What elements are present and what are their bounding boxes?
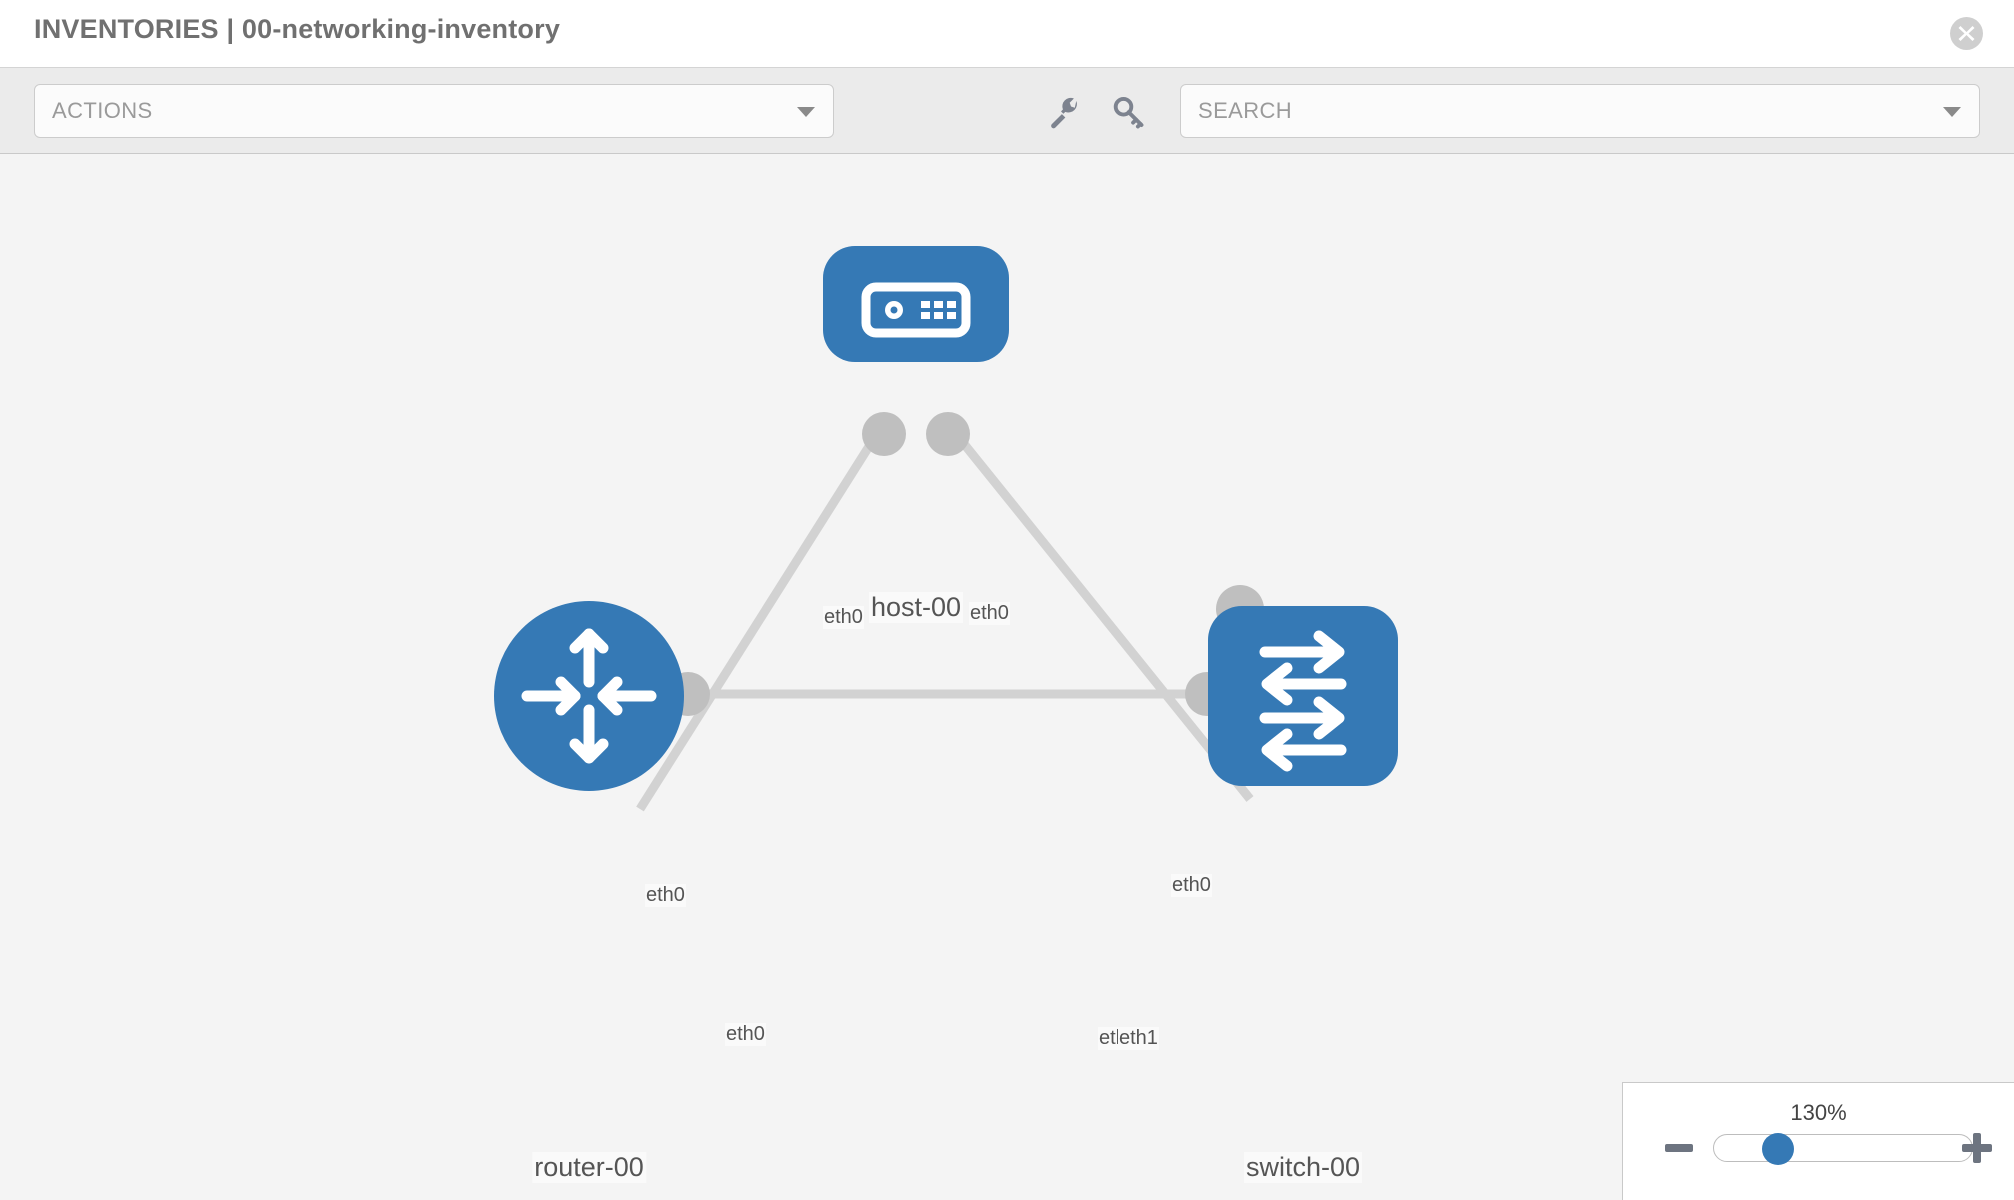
chevron-down-icon <box>1943 107 1961 117</box>
node-router-00 <box>494 601 684 791</box>
connector-host-left <box>862 412 906 456</box>
minus-icon[interactable] <box>1665 1144 1693 1152</box>
edge-label-router-up: eth0 <box>645 884 686 907</box>
search-input[interactable]: SEARCH <box>1180 84 1980 138</box>
page-title: INVENTORIES | 00-networking-inventory <box>34 14 561 44</box>
switch-icon <box>1259 630 1347 772</box>
search-placeholder: SEARCH <box>1198 98 1293 123</box>
page-header: INVENTORIES | 00-networking-inventory <box>0 0 2014 67</box>
zoom-slider-thumb[interactable] <box>1762 1133 1794 1165</box>
chevron-down-icon <box>797 107 815 117</box>
zoom-slider-track[interactable] <box>1713 1134 1973 1162</box>
router-icon <box>521 628 657 764</box>
connector-host-right <box>926 412 970 456</box>
topology-edges <box>636 426 1254 812</box>
server-icon <box>861 282 971 338</box>
plus-icon[interactable] <box>1962 1133 1992 1163</box>
close-button[interactable] <box>1950 17 1983 50</box>
node-label-switch: switch-00 <box>1243 1152 1363 1183</box>
node-label-host: host-00 <box>868 592 964 623</box>
wrench-icon[interactable] <box>1046 94 1082 130</box>
edge-host-switch <box>948 426 1254 802</box>
zoom-level-label: 130% <box>1790 1100 1847 1125</box>
node-host-00 <box>823 246 1009 362</box>
node-switch-00 <box>1208 606 1398 786</box>
actions-dropdown-label: ACTIONS <box>52 98 153 123</box>
close-icon <box>1950 17 1983 50</box>
edge-host-router <box>636 426 884 812</box>
edge-label-host-left: eth0 <box>823 606 864 629</box>
zoom-control-panel: 130% <box>1622 1082 2014 1200</box>
topology-canvas[interactable]: host-00 router-00 switch-00 eth0 eth0 et… <box>0 154 2014 1200</box>
topology-graph <box>494 246 1398 812</box>
node-label-router: router-00 <box>532 1152 646 1183</box>
key-icon[interactable] <box>1110 94 1146 130</box>
actions-dropdown[interactable]: ACTIONS <box>34 84 834 138</box>
toolbar: ACTIONS SEARCH <box>0 67 2014 154</box>
edge-label-switch-left-b: eth1 <box>1118 1027 1159 1050</box>
edge-label-router-right: eth0 <box>725 1023 766 1046</box>
edge-label-switch-up: eth0 <box>1171 874 1212 897</box>
edge-label-host-right: eth0 <box>969 602 1010 625</box>
